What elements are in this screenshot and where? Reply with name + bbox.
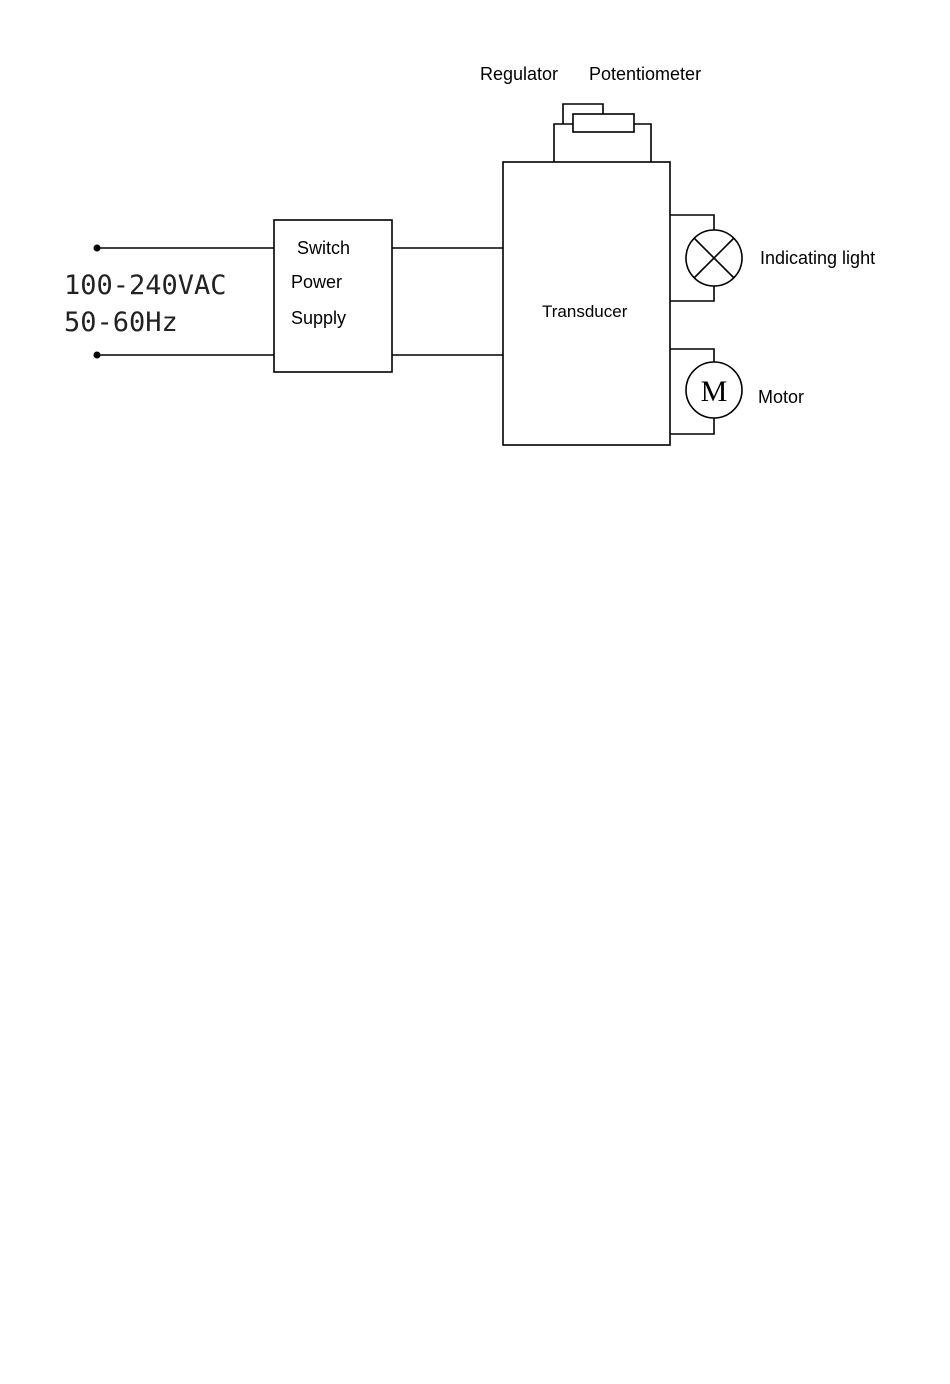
power-supply-label-line3: Supply	[291, 308, 346, 328]
motor-icon: M	[686, 362, 742, 418]
input-voltage-label: 100-240VAC	[64, 270, 227, 301]
indicating-light-label: Indicating light	[760, 248, 875, 268]
transducer-label: Transducer	[542, 302, 628, 321]
input-frequency-label: 50-60Hz	[64, 307, 178, 338]
motor-label: Motor	[758, 387, 804, 407]
motor-symbol: M	[701, 375, 728, 408]
regulator-label: Regulator	[480, 64, 558, 84]
lamp-icon	[686, 230, 742, 286]
potentiometer-label: Potentiometer	[589, 64, 701, 84]
power-supply-label-line1: Switch	[297, 238, 350, 258]
power-supply-label-line2: Power	[291, 272, 342, 292]
potentiometer-icon	[554, 104, 651, 162]
